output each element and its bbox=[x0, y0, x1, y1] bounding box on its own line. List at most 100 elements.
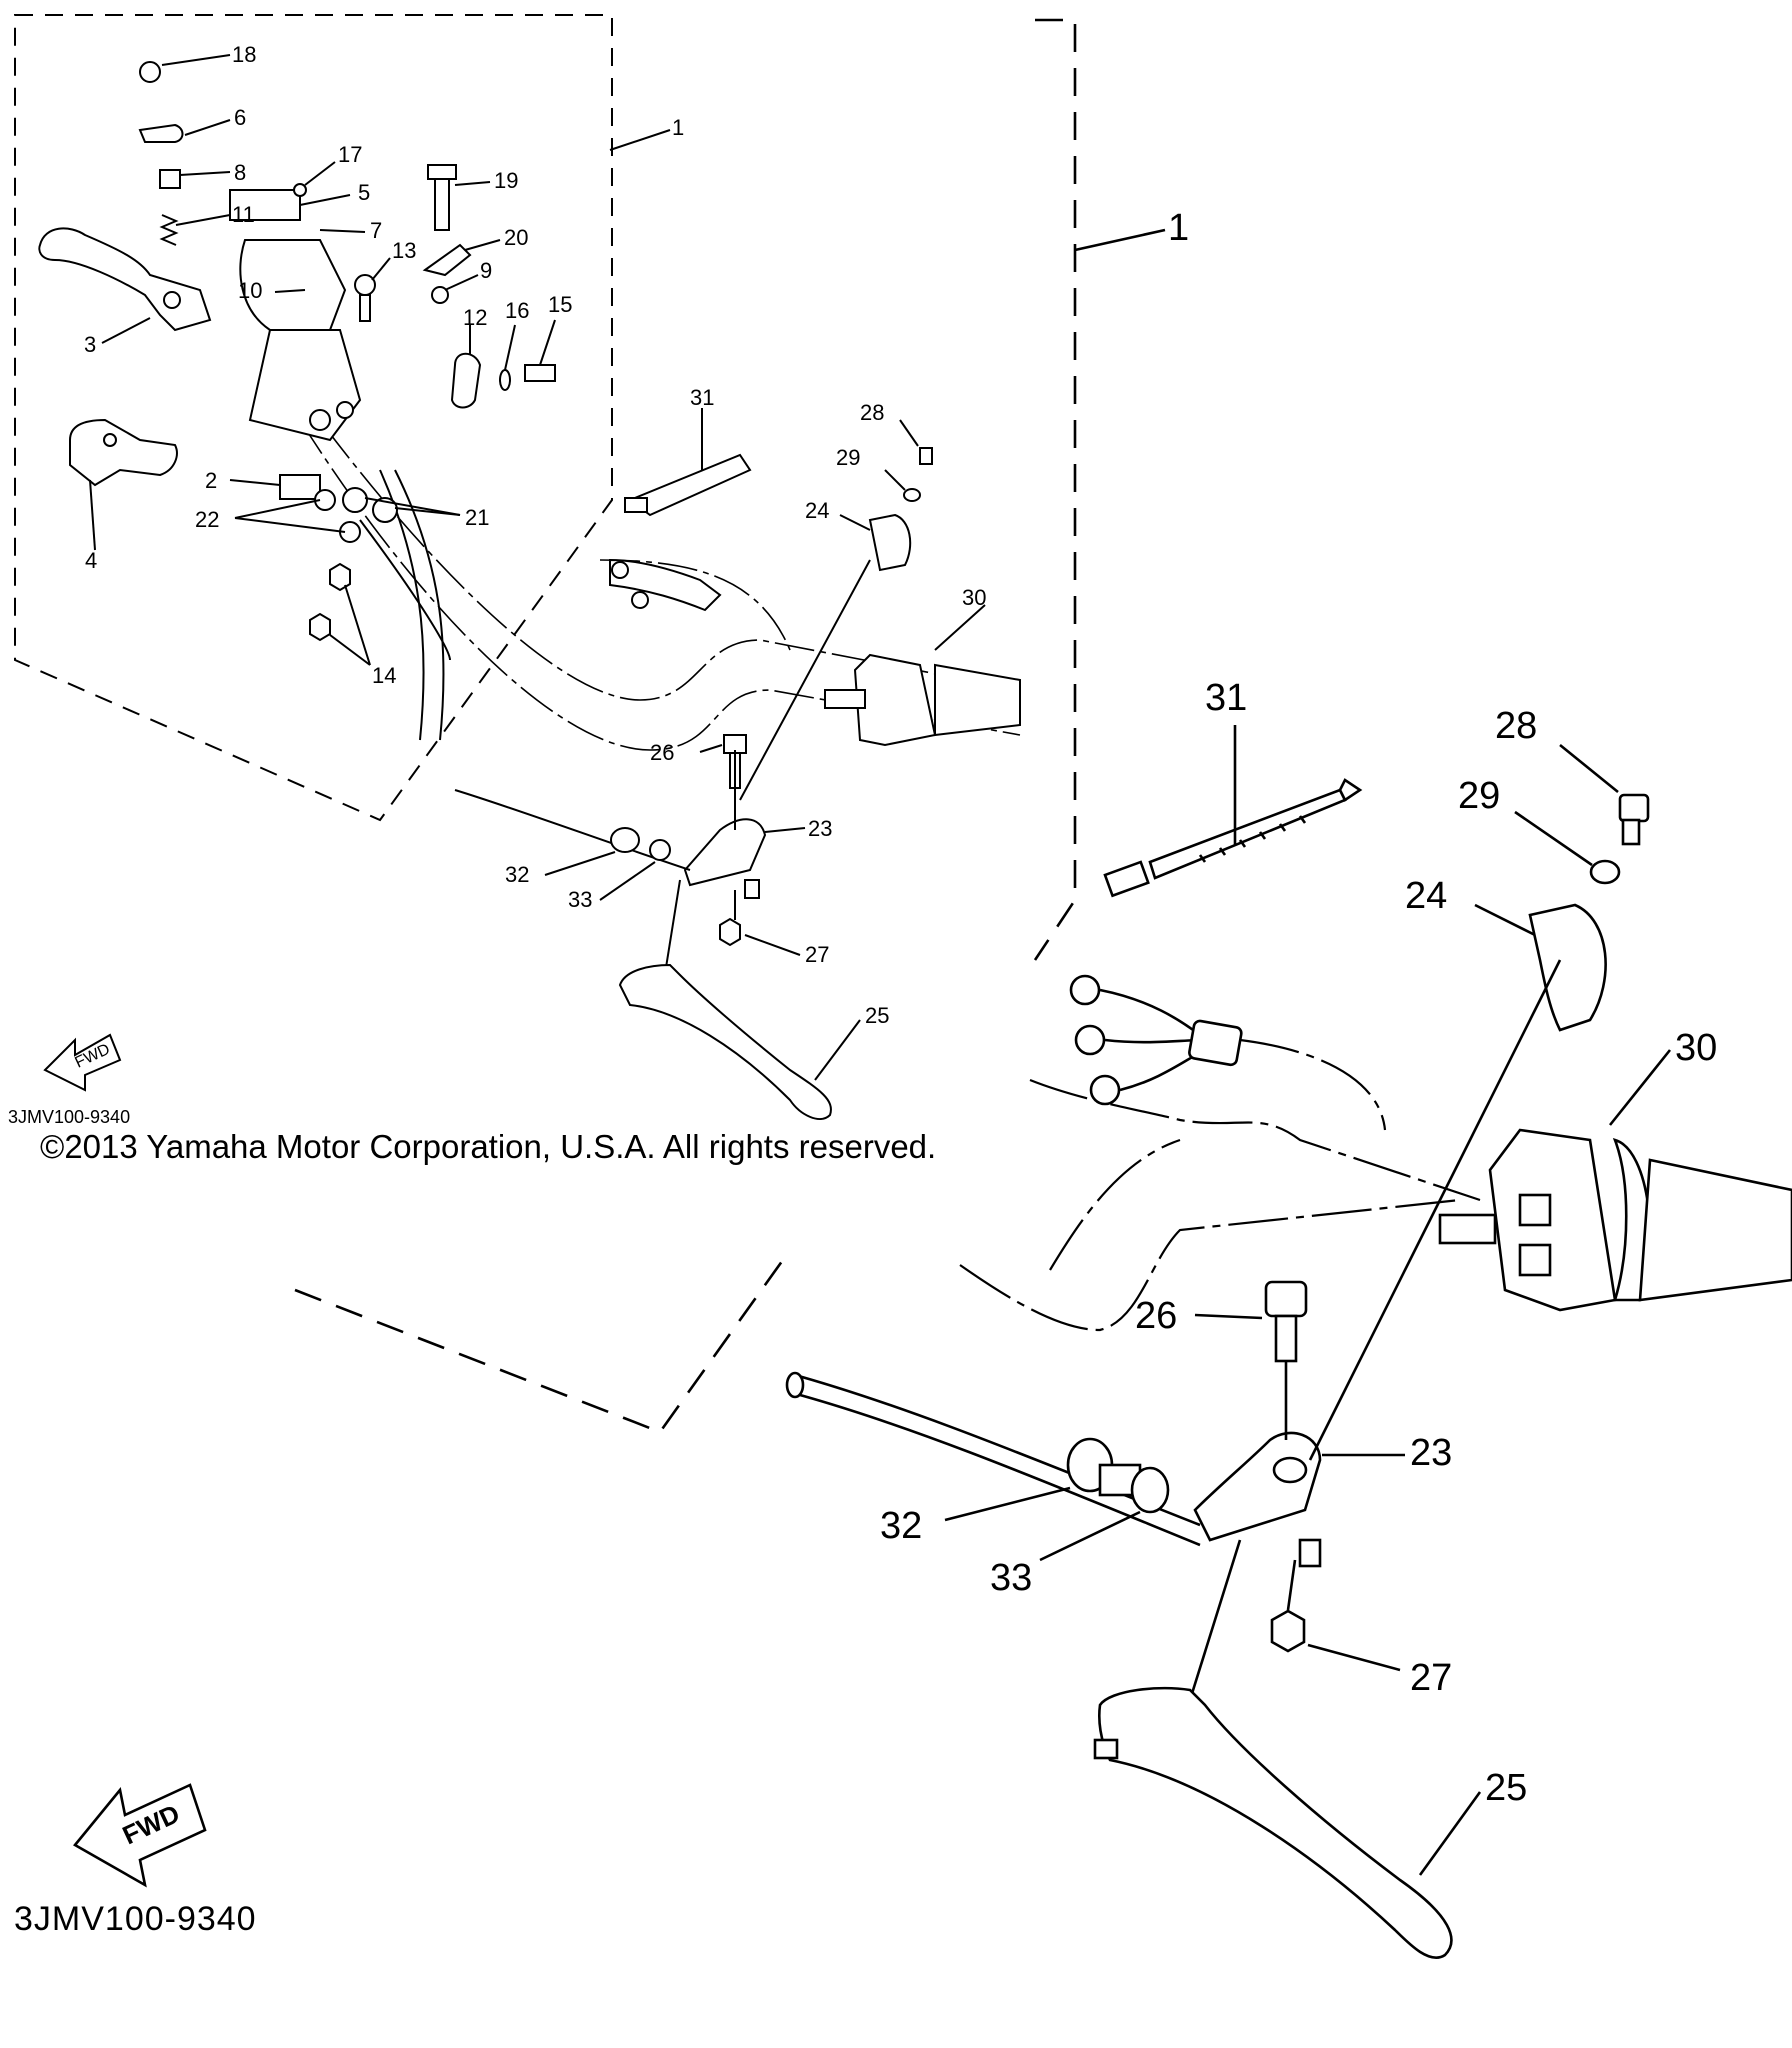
screw-28-small bbox=[919, 447, 933, 465]
diagram-code-large: 3JMV100-9340 bbox=[14, 1900, 257, 1938]
washer-29-small bbox=[903, 488, 921, 502]
callout-small-31: 31 bbox=[690, 385, 714, 410]
nut-33-large bbox=[1130, 1466, 1170, 1514]
callout-small-24: 24 bbox=[805, 498, 829, 523]
wire-ghost-large bbox=[1239, 1038, 1387, 1131]
wire-ghost-small bbox=[599, 559, 791, 651]
callout-small-8: 8 bbox=[234, 160, 246, 185]
callout-large-29: 29 bbox=[1458, 775, 1500, 817]
hose-1b bbox=[394, 469, 445, 741]
callout-small-17: 17 bbox=[338, 142, 362, 167]
assembly-boundary-large-right bbox=[1033, 18, 1077, 961]
callout-small-30: 30 bbox=[962, 585, 986, 610]
diagram-code-small: 3JMV100-9340 bbox=[8, 1107, 131, 1127]
callout-small-9: 9 bbox=[480, 258, 492, 283]
callout-large-33: 33 bbox=[990, 1557, 1032, 1599]
callout-small-26: 26 bbox=[650, 740, 674, 765]
switch-30-large bbox=[1438, 1128, 1792, 1312]
holder-23-large bbox=[1193, 1431, 1322, 1542]
callout-small-11: 11 bbox=[232, 202, 255, 227]
adjuster-32-small bbox=[610, 827, 640, 853]
callout-large-27: 27 bbox=[1410, 1657, 1452, 1699]
callout-large-24: 24 bbox=[1405, 875, 1447, 917]
callout-small-1: 1 bbox=[672, 115, 684, 140]
lever-25-small bbox=[618, 963, 832, 1120]
handlebar-ghost-large-2 bbox=[1049, 1138, 1181, 1271]
callout-small-18: 18 bbox=[232, 42, 256, 67]
callout-small-27: 27 bbox=[805, 942, 829, 967]
master-cylinder-small bbox=[229, 189, 362, 442]
callout-small-13: 13 bbox=[392, 238, 416, 263]
callout-small-3: 3 bbox=[84, 332, 96, 357]
fwd-arrow-large: FWD bbox=[73, 1783, 207, 1888]
callout-large-28: 28 bbox=[1495, 705, 1537, 747]
nut-33-small bbox=[649, 839, 671, 861]
callout-small-2: 2 bbox=[205, 468, 217, 493]
callout-small-10: 10 bbox=[238, 278, 262, 303]
callout-small-28: 28 bbox=[860, 400, 884, 425]
callouts-small: 1 18 6 8 11 17 5 7 19 20 13 10 9 3 12 16… bbox=[84, 42, 986, 1028]
leader-lines-large bbox=[944, 228, 1672, 1876]
callout-small-21: 21 bbox=[465, 505, 489, 530]
handlebar-ghost-large bbox=[1029, 1078, 1481, 1202]
callout-small-23: 23 bbox=[808, 816, 832, 841]
holder-23-hole bbox=[1272, 1456, 1308, 1484]
washer-29-large bbox=[1589, 859, 1621, 885]
callout-small-32: 32 bbox=[505, 862, 529, 887]
callouts-large: 1 31 28 29 24 30 26 23 32 33 27 25 bbox=[880, 207, 1717, 1809]
callout-small-12: 12 bbox=[463, 305, 487, 330]
callout-small-6: 6 bbox=[234, 105, 246, 130]
clamp-24-large bbox=[1528, 903, 1607, 1032]
callout-small-15: 15 bbox=[548, 292, 572, 317]
assembly-boundary-small bbox=[14, 14, 613, 822]
callout-small-14: 14 bbox=[372, 663, 396, 688]
callout-small-7: 7 bbox=[370, 218, 382, 243]
callout-small-4: 4 bbox=[85, 548, 97, 573]
small-hardware bbox=[138, 61, 556, 642]
callout-small-20: 20 bbox=[504, 225, 528, 250]
nut-27-large bbox=[1270, 1609, 1306, 1653]
handlebar-ghost-large-3 bbox=[959, 1198, 1461, 1332]
hose-2 bbox=[359, 519, 451, 661]
handlebar-ghost-small-2 bbox=[299, 419, 1021, 751]
wire-harness-small bbox=[609, 558, 722, 612]
screw-28-large bbox=[1618, 793, 1650, 846]
callout-small-5: 5 bbox=[358, 180, 370, 205]
callout-small-29: 29 bbox=[836, 445, 860, 470]
leader-lines-small bbox=[89, 54, 986, 1081]
callout-large-31: 31 bbox=[1205, 677, 1247, 719]
nut-27-small bbox=[719, 917, 741, 947]
cable-end bbox=[785, 1371, 805, 1399]
callout-small-33: 33 bbox=[568, 887, 592, 912]
switch-30-small bbox=[824, 653, 1021, 747]
assembly-boundary-large-bottom bbox=[294, 1249, 792, 1434]
callout-large-30: 30 bbox=[1675, 1027, 1717, 1069]
lever-25-tab bbox=[1093, 1738, 1119, 1760]
fwd-arrow-small: FWD bbox=[43, 1033, 122, 1092]
pin-small bbox=[744, 879, 760, 899]
part-lever-3 bbox=[38, 227, 212, 332]
cable-large-2 bbox=[799, 1393, 1201, 1547]
callout-small-22: 22 bbox=[195, 507, 219, 532]
callout-small-16: 16 bbox=[505, 298, 529, 323]
lever-25-large bbox=[1098, 1686, 1453, 1959]
callout-large-25: 25 bbox=[1485, 1767, 1527, 1809]
bolt-26-large bbox=[1264, 1280, 1308, 1363]
callout-large-1: 1 bbox=[1168, 207, 1189, 249]
pin-large bbox=[1298, 1538, 1322, 1568]
part-strap-31-large bbox=[1103, 778, 1363, 898]
callout-large-26: 26 bbox=[1135, 1295, 1177, 1337]
part-bracket-4 bbox=[69, 418, 178, 487]
callout-small-25: 25 bbox=[865, 1003, 889, 1028]
wire-harness-large bbox=[1069, 974, 1243, 1106]
callout-large-23: 23 bbox=[1410, 1432, 1452, 1474]
large-view: FWD 1 31 28 29 24 30 26 23 32 bbox=[73, 18, 1792, 1959]
small-view: FWD bbox=[14, 14, 1021, 1120]
holder-23-small bbox=[683, 818, 767, 887]
callout-small-19: 19 bbox=[494, 168, 518, 193]
part-strap-31-small bbox=[624, 453, 752, 517]
clamp-24-small bbox=[868, 513, 912, 572]
callout-large-32: 32 bbox=[880, 1505, 922, 1547]
copyright-notice: ©2013 Yamaha Motor Corporation, U.S.A. A… bbox=[40, 1128, 937, 1165]
